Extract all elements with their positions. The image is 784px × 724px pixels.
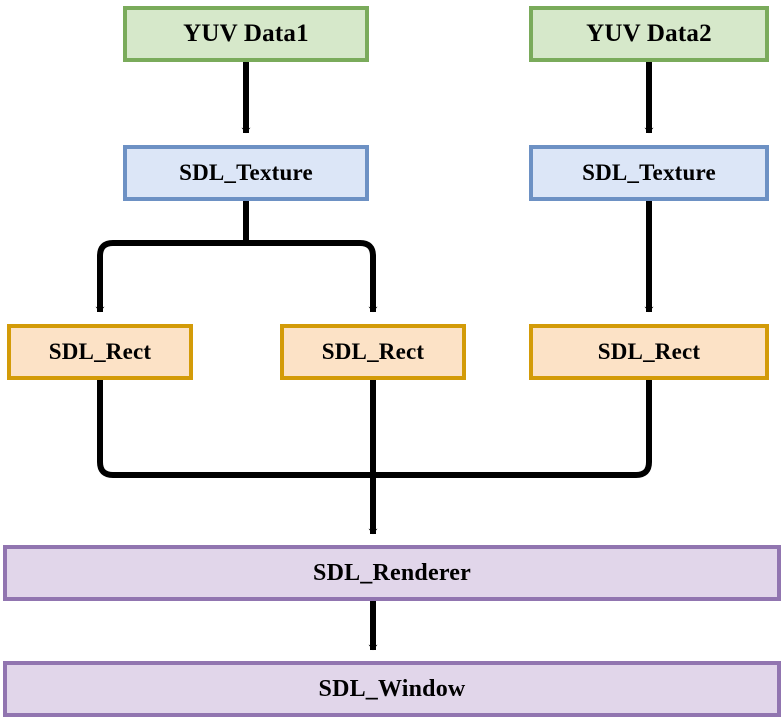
node-label: YUV Data2	[586, 20, 712, 47]
node-label: SDL_Renderer	[313, 559, 471, 586]
node-yuv-data-2[interactable]: YUV Data2	[529, 6, 769, 62]
node-sdl-window[interactable]: SDL_Window	[3, 661, 781, 717]
node-label: SDL_Window	[318, 675, 466, 702]
node-label: SDL_Rect	[597, 339, 701, 364]
node-sdl-renderer[interactable]: SDL_Renderer	[3, 545, 781, 601]
edge-rect3-to-merge-bus	[373, 380, 652, 478]
node-sdl-rect-1[interactable]: SDL_Rect	[7, 324, 193, 380]
node-label: SDL_Texture	[179, 160, 313, 185]
node-label: YUV Data1	[183, 20, 309, 47]
node-sdl-rect-2[interactable]: SDL_Rect	[280, 324, 466, 380]
node-sdl-texture-2[interactable]: SDL_Texture	[529, 145, 769, 201]
node-label: SDL_Rect	[48, 339, 152, 364]
node-label: SDL_Rect	[321, 339, 425, 364]
node-yuv-data-1[interactable]: YUV Data1	[123, 6, 369, 62]
node-sdl-rect-3[interactable]: SDL_Rect	[529, 324, 769, 380]
node-sdl-texture-1[interactable]: SDL_Texture	[123, 145, 369, 201]
edge-texture1-to-rect1	[95, 240, 246, 313]
node-label: SDL_Texture	[582, 160, 716, 185]
edge-rect1-to-merge-bus	[97, 380, 373, 478]
edge-texture1-to-rect2	[246, 240, 378, 313]
